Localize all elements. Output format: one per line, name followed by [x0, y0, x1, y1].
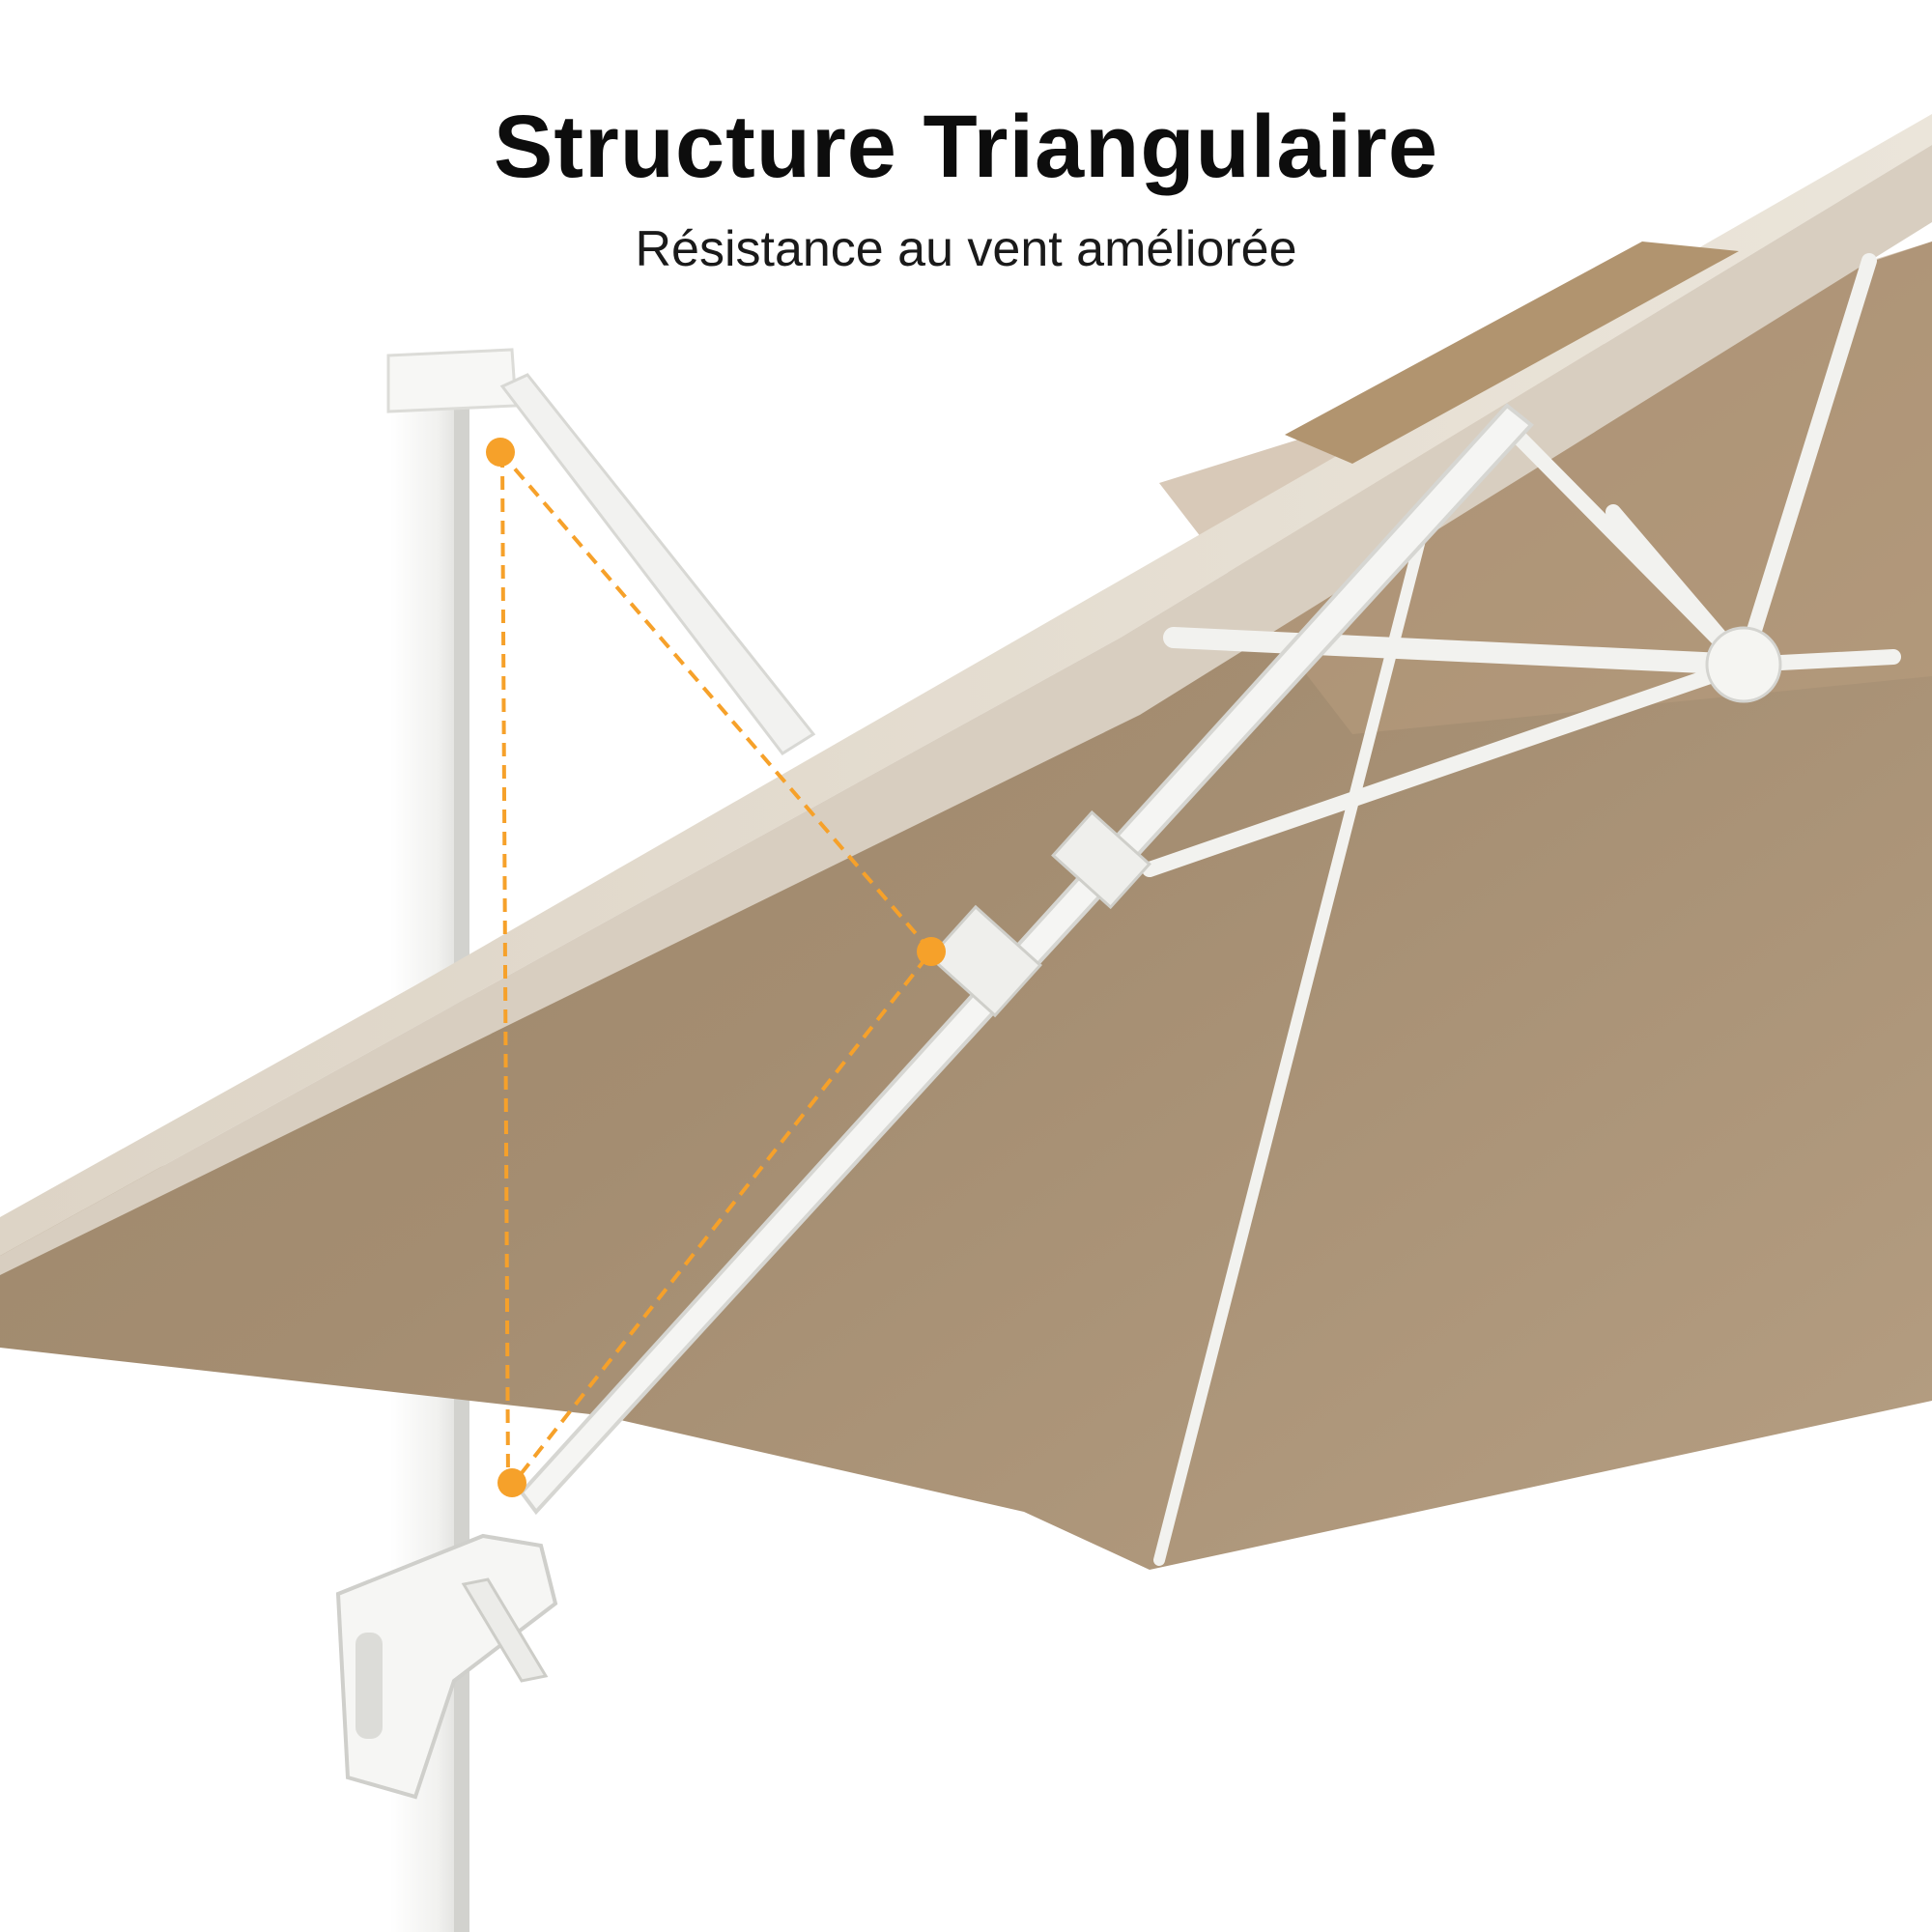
page-title: Structure Triangulaire [493, 98, 1439, 196]
page-subtitle: Résistance au vent améliorée [635, 221, 1297, 277]
triangle-markers [486, 438, 946, 1497]
support-strut [499, 373, 816, 755]
rib-hub [1705, 626, 1782, 703]
arm-joints [928, 810, 1151, 1018]
crank-housing [335, 1533, 558, 1800]
